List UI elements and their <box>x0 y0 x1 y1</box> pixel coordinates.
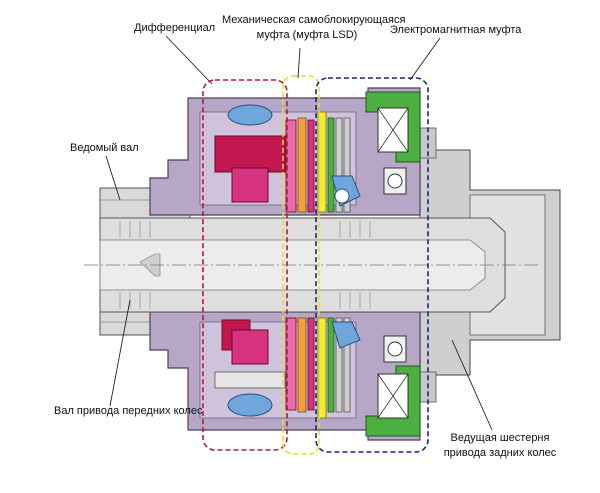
differential-gears <box>214 104 286 417</box>
leader-lines <box>105 35 493 431</box>
label-em-clutch: Электромагнитная муфта <box>390 24 522 36</box>
label-lsd-line2: муфта (муфта LSD) <box>256 29 358 41</box>
label-rear-gear-line1: Ведущая шестерня <box>450 432 550 444</box>
em-clutch-outline <box>315 77 429 453</box>
label-rear-gear-line2: привода задних колес <box>443 447 557 459</box>
leader-em-clutch <box>409 37 441 81</box>
electromagnetic-clutch <box>317 91 421 437</box>
leader-rear-gear <box>451 339 493 431</box>
main-shaft <box>84 217 540 313</box>
label-front-drive-shaft: Вал привода передних колес <box>54 405 203 417</box>
leader-driven-shaft <box>105 155 121 201</box>
label-driven-shaft: Ведомый вал <box>70 142 139 154</box>
leader-front-shaft <box>109 299 131 407</box>
label-differential: Дифференциал <box>134 22 216 34</box>
lsd-clutch-pack <box>285 117 315 413</box>
label-lsd-line1: Механическая самоблокирующаяся <box>222 14 406 26</box>
leader-differential <box>165 35 213 85</box>
differential-outline <box>202 79 288 451</box>
lsd-outline <box>282 75 320 455</box>
leader-lsd <box>297 47 301 79</box>
